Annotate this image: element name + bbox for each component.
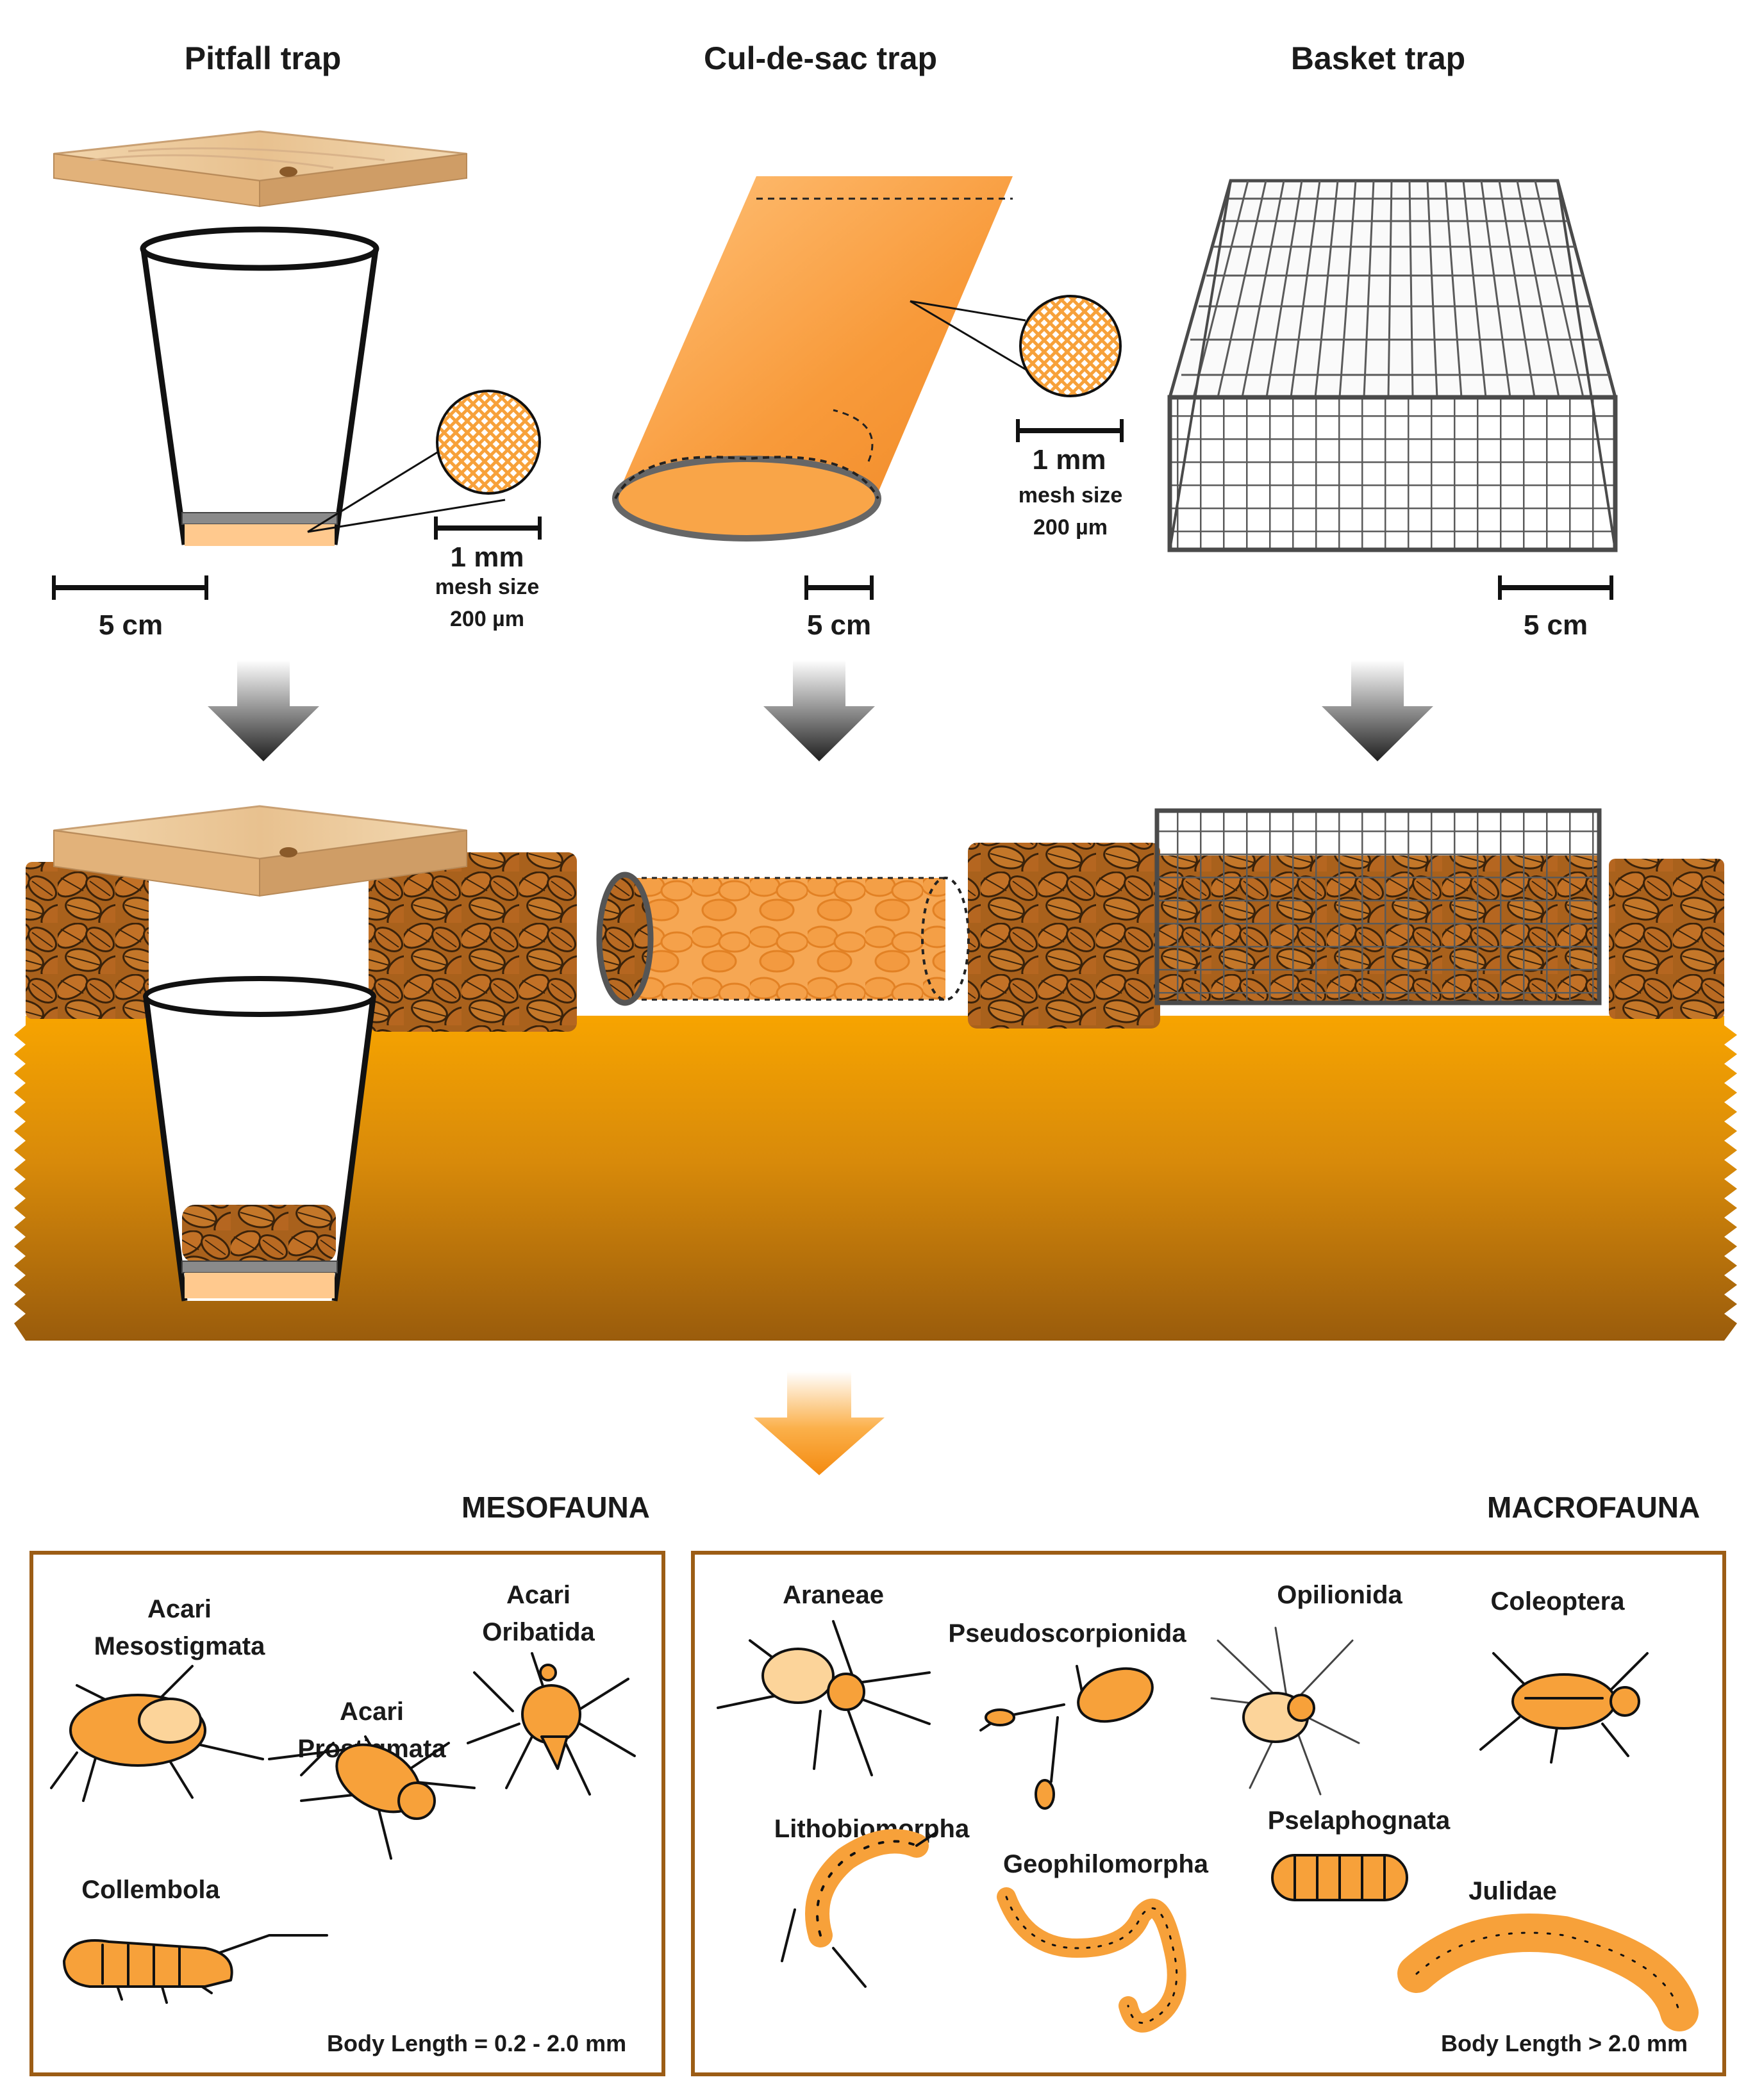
basket-scale-cm-label: 5 cm xyxy=(1523,609,1588,641)
down-arrow-icon xyxy=(208,660,319,761)
macrofauna-heading: MACROFAUNA xyxy=(1487,1491,1701,1524)
opilionida-icon xyxy=(1210,1626,1360,1796)
culdesac-mesh-value: 200 µm xyxy=(1033,515,1108,540)
basket-scale-cm xyxy=(1498,575,1613,600)
pitfall-mesh-zoom xyxy=(436,390,541,495)
basket-front-wall xyxy=(1167,395,1618,552)
culdesac-mesh-zoom xyxy=(1019,295,1122,397)
taxon-label: Geophilomorpha xyxy=(1003,1850,1208,1878)
culdesac-mesh-label: mesh size xyxy=(1018,483,1123,508)
culdesac-title: Cul-de-sac trap xyxy=(704,40,937,76)
down-arrow-icon xyxy=(763,660,875,761)
down-arrow-orange-icon xyxy=(754,1371,885,1475)
geophilomorpha-icon xyxy=(997,1887,1186,2033)
culdesac-scale-mm-label: 1 mm xyxy=(1032,444,1106,475)
mesofauna-panel xyxy=(29,1551,665,2076)
taxon-label: Coleoptera xyxy=(1490,1587,1625,1616)
coleoptera-icon xyxy=(1479,1652,1649,1764)
basket-trap-illustration xyxy=(1167,179,1618,600)
tube-body xyxy=(615,176,1013,500)
julidae-icon xyxy=(1397,1914,1699,2031)
mesofauna-body-length: Body Length = 0.2 - 2.0 mm xyxy=(327,2030,627,2056)
pitfall-scale-mm-label: 1 mm xyxy=(450,542,524,573)
pseudoscorpionida-icon xyxy=(979,1665,1154,1810)
pitfall-mesh-value: 200 µm xyxy=(450,607,524,631)
basket-title: Basket trap xyxy=(1290,40,1466,76)
taxon-label: Collembola xyxy=(81,1876,220,1904)
pitfall-scale-mm xyxy=(434,517,542,540)
pitfall-title: Pitfall trap xyxy=(184,40,342,76)
taxon-label: Opilionida xyxy=(1277,1581,1402,1609)
prostigmata-icon xyxy=(268,1735,476,1860)
mesostigmata-icon xyxy=(50,1665,264,1802)
basket-in-litter xyxy=(1154,808,1602,1005)
field-cross-section xyxy=(14,805,1737,1341)
pselaphognata-icon xyxy=(1271,1854,1408,1901)
pitfall-scale-cm xyxy=(52,575,208,600)
culdesac-scale-cm-label: 5 cm xyxy=(806,609,872,641)
taxon-label: Pseudoscorpionida xyxy=(948,1619,1186,1648)
taxon-label: Julidae xyxy=(1468,1877,1557,1905)
cup-bottom-mesh xyxy=(185,524,335,546)
araneae-icon xyxy=(717,1620,931,1776)
lithobiomorpha-icon xyxy=(781,1829,937,1988)
pitfall-scale-cm-label: 5 cm xyxy=(98,609,163,641)
taxon-label: Pselaphognata xyxy=(1267,1806,1451,1835)
mesofauna-heading: MESOFAUNA xyxy=(462,1491,650,1524)
pitfall-trap-illustration xyxy=(52,130,542,600)
culdesac-scale-mm xyxy=(1016,419,1124,442)
litter-block xyxy=(968,843,1160,1029)
tube-in-litter xyxy=(631,878,945,1000)
litter-block xyxy=(1609,859,1724,1019)
macrofauna-body-length: Body Length > 2.0 mm xyxy=(1441,2030,1688,2056)
soil-layer xyxy=(14,1016,1737,1341)
culdesac-scale-cm xyxy=(804,575,874,600)
litter-block xyxy=(369,852,577,1032)
culdesac-trap-illustration xyxy=(612,176,1124,600)
taxon-label: Araneae xyxy=(783,1581,884,1609)
pitfall-mesh-label: mesh size xyxy=(435,575,540,599)
macrofauna-panel xyxy=(691,1551,1726,2076)
litter-block xyxy=(26,862,149,1019)
down-arrow-icon xyxy=(1322,660,1433,761)
cup-rim xyxy=(140,226,379,271)
oribatida-icon xyxy=(467,1652,636,1796)
collembola-icon xyxy=(63,1934,328,2004)
down-arrow-icon xyxy=(208,660,1433,1475)
